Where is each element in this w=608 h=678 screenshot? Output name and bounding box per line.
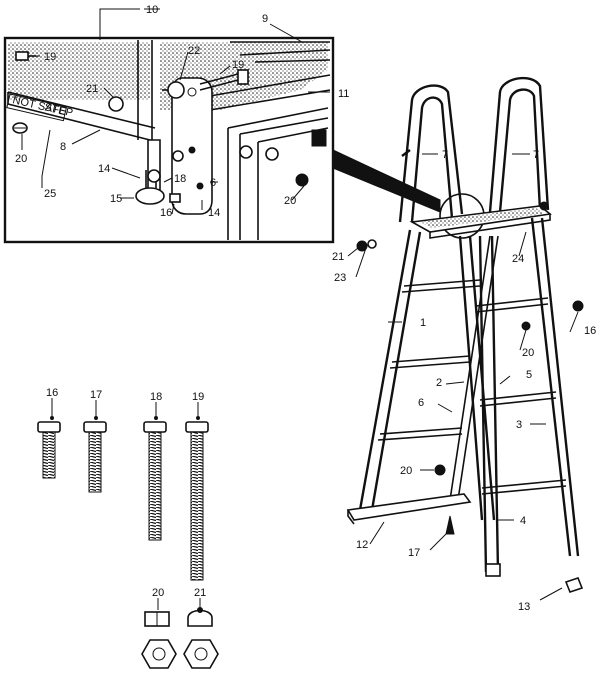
callout-19-inset-right: 19 xyxy=(232,59,244,71)
inset-leaders xyxy=(21,8,330,215)
callout-4: 4 xyxy=(520,515,526,527)
callout-6-inset: 6 xyxy=(210,177,216,189)
callout-24: 24 xyxy=(512,253,524,265)
callout-7-right: 7 xyxy=(533,149,539,161)
acorn-nut-21 xyxy=(183,598,219,669)
callout-1: 1 xyxy=(420,317,426,329)
callout-3: 3 xyxy=(516,419,522,431)
bolt-17 xyxy=(83,400,107,493)
callout-12: 12 xyxy=(356,539,368,551)
hex-nut-20 xyxy=(141,598,177,669)
label-nut-20: 20 xyxy=(152,587,164,599)
loose-hardware xyxy=(37,398,219,669)
callout-16-ladder: 16 xyxy=(584,325,596,337)
callout-13: 13 xyxy=(518,601,530,613)
label-bolt-16: 16 xyxy=(46,387,58,399)
callout-14-left: 14 xyxy=(98,163,110,175)
bolt-18 xyxy=(143,402,167,541)
callout-14-right: 14 xyxy=(208,207,220,219)
callout-20-inset-right: 20 xyxy=(284,195,296,207)
callout-8: 8 xyxy=(60,141,66,153)
callout-20-inset-left: 20 xyxy=(15,153,27,165)
callout-21-ladder: 21 xyxy=(332,251,344,263)
label-nut-21: 21 xyxy=(194,587,206,599)
callout-7-left: 7 xyxy=(442,149,448,161)
callout-22: 22 xyxy=(188,45,200,57)
callout-17-ladder: 17 xyxy=(408,547,420,559)
callout-labels: 10 9 19 22 19 11 21 20 25 8 14 18 6 20 1… xyxy=(15,4,596,613)
callout-6-ladder: 6 xyxy=(418,397,424,409)
bolt-16 xyxy=(37,398,61,479)
callout-16-inset: 16 xyxy=(160,207,172,219)
detail-inset: NOT SAFE STEP xyxy=(3,36,335,244)
ladder-assembly xyxy=(346,76,584,593)
callout-25: 25 xyxy=(44,188,56,200)
callout-2: 2 xyxy=(436,377,442,389)
callout-5: 5 xyxy=(526,369,532,381)
callout-11: 11 xyxy=(338,88,349,100)
label-bolt-17: 17 xyxy=(90,389,102,401)
label-bolt-19: 19 xyxy=(192,391,204,403)
callout-18-inset: 18 xyxy=(174,173,186,185)
callout-21-inset: 21 xyxy=(86,83,98,95)
callout-23: 23 xyxy=(334,272,346,284)
callout-19-inset-left: 19 xyxy=(44,51,56,63)
callout-9: 9 xyxy=(262,13,268,25)
ladder-leaders xyxy=(347,153,579,601)
callout-20-ladder-lower: 20 xyxy=(400,465,412,477)
label-bolt-18: 18 xyxy=(150,391,162,403)
callout-15: 15 xyxy=(110,193,122,205)
callout-10: 10 xyxy=(146,4,158,16)
bolt-19 xyxy=(185,402,209,581)
callout-20-ladder-upper: 20 xyxy=(522,347,534,359)
